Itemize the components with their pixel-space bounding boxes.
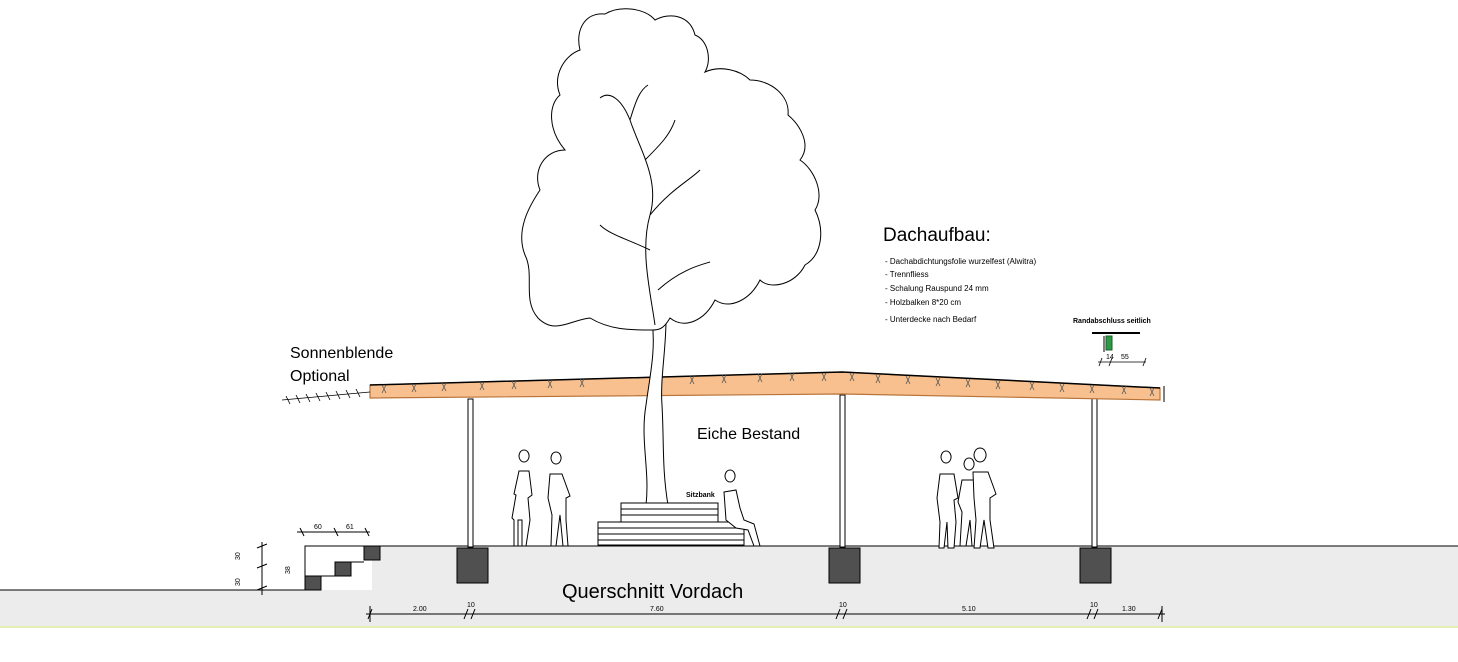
bottom-dimension-line <box>366 606 1165 622</box>
roof-buildup-item-5: - Unterdecke nach Bedarf <box>885 315 977 324</box>
oak-tree <box>521 8 822 506</box>
roof-top-layer <box>369 371 1161 389</box>
edge-detail <box>1092 332 1147 367</box>
roof-buildup-item-3: - Schalung Rauspund 24 mm <box>885 284 989 293</box>
ground-upper <box>372 546 1458 626</box>
edge-detail-label: Randabschluss seitlich <box>1073 318 1151 325</box>
footing-2 <box>828 547 861 584</box>
dim-bottom-2: 10 <box>467 602 475 609</box>
dim-step-left-3: 38 <box>285 566 292 574</box>
section-title: Querschnitt Vordach <box>562 581 743 603</box>
sunshade-label-2: Optional <box>290 368 350 385</box>
dim-step-left-2: 30 <box>235 578 242 586</box>
bench-blocks <box>597 502 745 546</box>
roof <box>369 371 1161 401</box>
bench-label: Sitzbank <box>686 492 715 499</box>
step-dimension-lines <box>256 527 370 595</box>
dim-edge-2: 55 <box>1121 354 1129 361</box>
dim-bottom-3: 7.60 <box>650 606 664 613</box>
roof-buildup-item-2: - Trennfliess <box>885 270 929 279</box>
person-seated <box>723 469 761 547</box>
dim-bottom-5: 5.10 <box>962 606 976 613</box>
dim-bottom-7: 1.30 <box>1122 606 1136 613</box>
footing-1 <box>456 547 489 584</box>
dim-step-top-2: 61 <box>346 524 354 531</box>
people-right <box>936 447 997 549</box>
tree-branches <box>599 84 711 326</box>
dim-step-top-1: 60 <box>314 524 322 531</box>
roof-buildup-item-1: - Dachabdichtungsfolie wurzelfest (Alwit… <box>885 257 1037 266</box>
roof-buildup-item-4: - Holzbalken 8*20 cm <box>885 298 961 307</box>
roof-buildup-heading: Dachaufbau: <box>883 225 991 246</box>
dim-step-left-1: 30 <box>235 552 242 560</box>
dim-bottom-1: 2.00 <box>413 606 427 613</box>
people-left <box>511 449 571 547</box>
sunshade-label-1: Sonnenblende <box>290 345 393 362</box>
roof-beam-marks <box>381 372 1155 397</box>
stairs <box>304 545 381 591</box>
tree-trunk <box>643 319 669 506</box>
ground-line <box>0 545 1458 591</box>
footing-3 <box>1079 547 1112 584</box>
dim-bottom-6: 10 <box>1090 602 1098 609</box>
tree-crown <box>521 8 822 331</box>
dim-edge-1: 14 <box>1106 354 1114 361</box>
ground-lower <box>0 590 372 626</box>
stairs-outline <box>321 561 364 577</box>
sunshade-lamellas <box>281 388 371 405</box>
dim-bottom-4: 10 <box>839 602 847 609</box>
oak-label: Eiche Bestand <box>697 426 800 443</box>
